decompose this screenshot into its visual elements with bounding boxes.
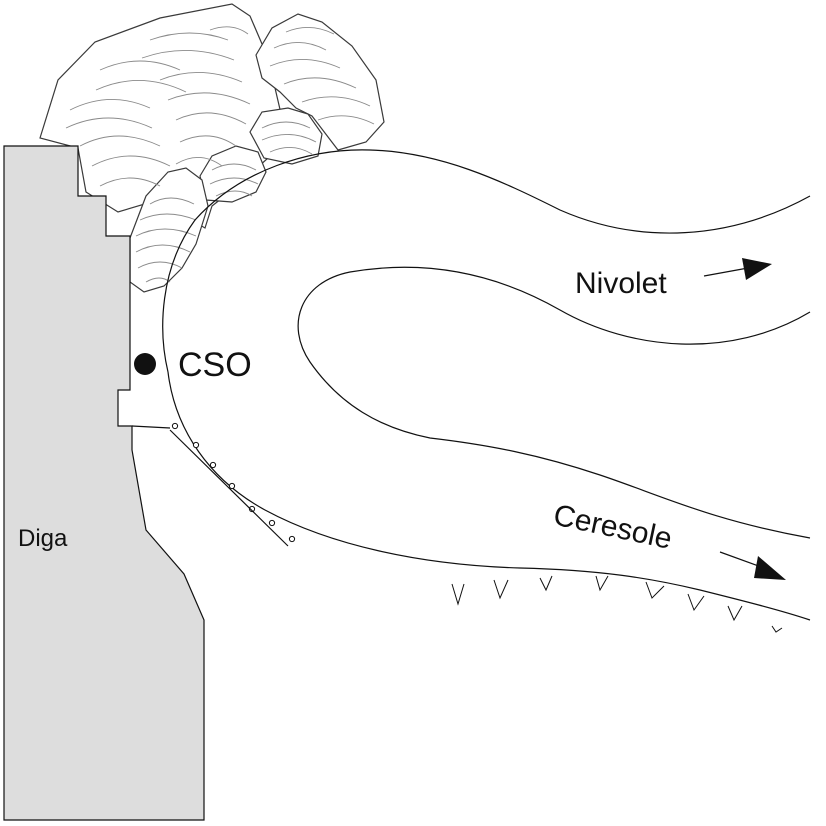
rock-bottom [129, 167, 209, 293]
v-mark-icon [595, 575, 609, 592]
station-marker-icon [134, 353, 156, 375]
valley-outer-upper-bank [162, 149, 811, 373]
station-label: CSO [178, 346, 252, 384]
rock-top-right [255, 13, 385, 151]
v-mark-icon [539, 575, 553, 592]
small-circle-icon [192, 441, 200, 449]
small-circle-icon [209, 461, 217, 469]
v-mark-icon [687, 593, 705, 612]
valley-inner-bank [297, 266, 811, 539]
right-bank-symbols [451, 575, 783, 633]
lower-branch-label: Ceresole [551, 499, 675, 556]
v-mark-icon [645, 581, 665, 599]
dam-label: Diga [18, 525, 68, 552]
small-circle-icon [288, 535, 296, 543]
rock-hatching [65, 26, 375, 283]
dam-edge-line [131, 425, 171, 429]
arrow-nivolet-icon [703, 258, 772, 280]
v-mark-icon [727, 605, 743, 622]
small-circle-icon [171, 422, 179, 430]
small-circle-icon [268, 519, 276, 527]
left-bank-symbols [171, 422, 296, 543]
v-mark-icon [493, 579, 509, 600]
flow-arrows [703, 258, 786, 580]
arrow-ceresole-icon [719, 551, 786, 580]
small-circle-icon [228, 482, 236, 490]
upper-branch-label: Nivolet [575, 267, 667, 300]
valley-outlines [162, 149, 811, 621]
small-circle-icon [248, 505, 256, 513]
left-bank-slope-line [169, 429, 289, 547]
v-mark-icon [451, 583, 465, 606]
v-mark-icon [771, 625, 783, 633]
dam [3, 145, 205, 821]
rock-outcrops [39, 3, 385, 293]
valley-outer-lower-bank [167, 371, 811, 621]
